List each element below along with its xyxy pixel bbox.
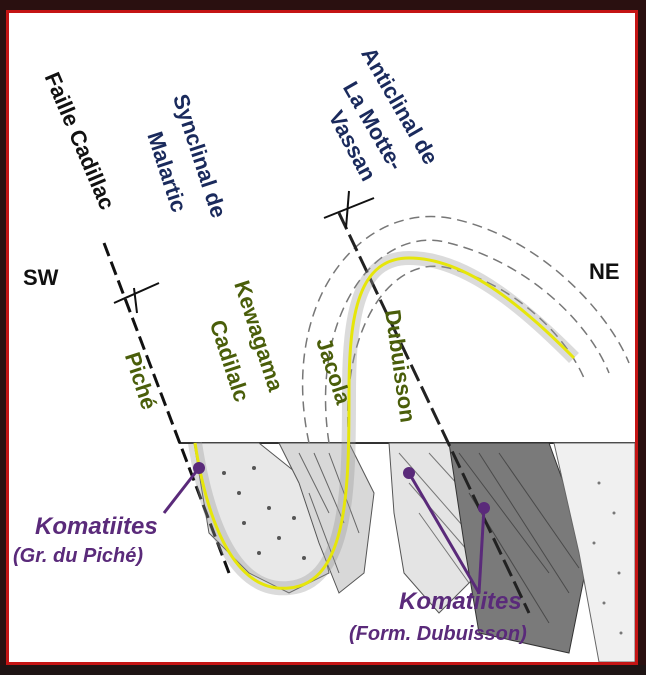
diagram-panel: Faille Cadillac Synclinal de Malartic An… (6, 10, 638, 665)
ne-label: NE (589, 259, 620, 285)
bottom-strip (0, 665, 646, 675)
komatiites-right-subtitle: (Form. Dubuisson) (349, 623, 527, 646)
anticlinal-axis-marker (324, 191, 374, 228)
komatiites-left-title: Komatiites (35, 513, 158, 541)
komatiites-right-title: Komatiites (399, 588, 522, 616)
komatiites-left-subtitle: (Gr. du Piché) (13, 545, 143, 568)
sw-label: SW (23, 265, 58, 291)
